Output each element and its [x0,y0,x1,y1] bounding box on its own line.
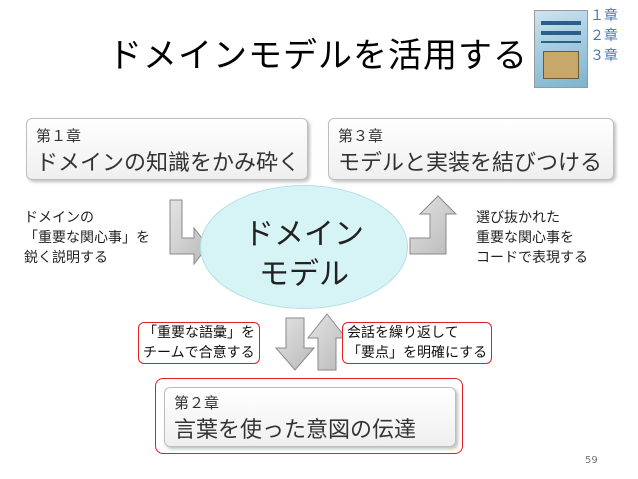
right-note-line: コードで表現する [476,250,588,266]
red-note-left-line: チームで合意する [143,345,255,361]
right-note: 選び抜かれた 重要な関心事を コードで表現する [476,208,588,268]
domain-model-line1: ドメイン [244,217,364,252]
chapter1-box: 第１章 ドメインの知識をかみ砕く [26,118,308,180]
book-chapter-list: １章 ２章 ３章 [590,6,618,66]
red-note-left-line: 「重要な語彙」を [143,325,255,341]
chapter1-text: ドメインの知識をかみ砕く [36,151,301,176]
domain-model-ellipse: ドメイン モデル [200,185,408,309]
chapter3-label: 第３章 [338,127,384,145]
chapter2-label: 第２章 [174,394,220,412]
book-chapter-3: ３章 [590,48,618,64]
slide-title: ドメインモデルを活用する [108,36,528,76]
page-number: 59 [585,455,598,466]
book-chapter-1: １章 [590,8,618,24]
chapter1-label: 第１章 [36,127,82,145]
right-note-line: 選び抜かれた [476,210,560,226]
red-note-right: 会話を繰り返して 「要点」を明確にする [342,322,493,364]
book-chapter-2: ２章 [590,28,618,44]
left-note-line: 「重要な関心事」を [24,230,150,246]
book-cover-image [534,10,588,88]
left-note: ドメインの 「重要な関心事」を 鋭く説明する [24,208,150,268]
left-note-line: ドメインの [24,210,94,226]
chapter3-box: 第３章 モデルと実装を結びつける [328,118,614,180]
domain-model-line2: モデル [259,257,349,292]
chapter3-text: モデルと実装を結びつける [338,151,603,176]
red-note-right-line: 会話を繰り返して [347,325,459,341]
red-note-right-line: 「要点」を明確にする [347,345,488,361]
left-note-line: 鋭く説明する [24,250,108,266]
red-note-left: 「重要な語彙」を チームで合意する [138,322,260,364]
right-note-line: 重要な関心事を [476,230,574,246]
chapter2-text: 言葉を使った意図の伝達 [174,418,417,443]
chapter2-box: 第２章 言葉を使った意図の伝達 [164,387,456,447]
